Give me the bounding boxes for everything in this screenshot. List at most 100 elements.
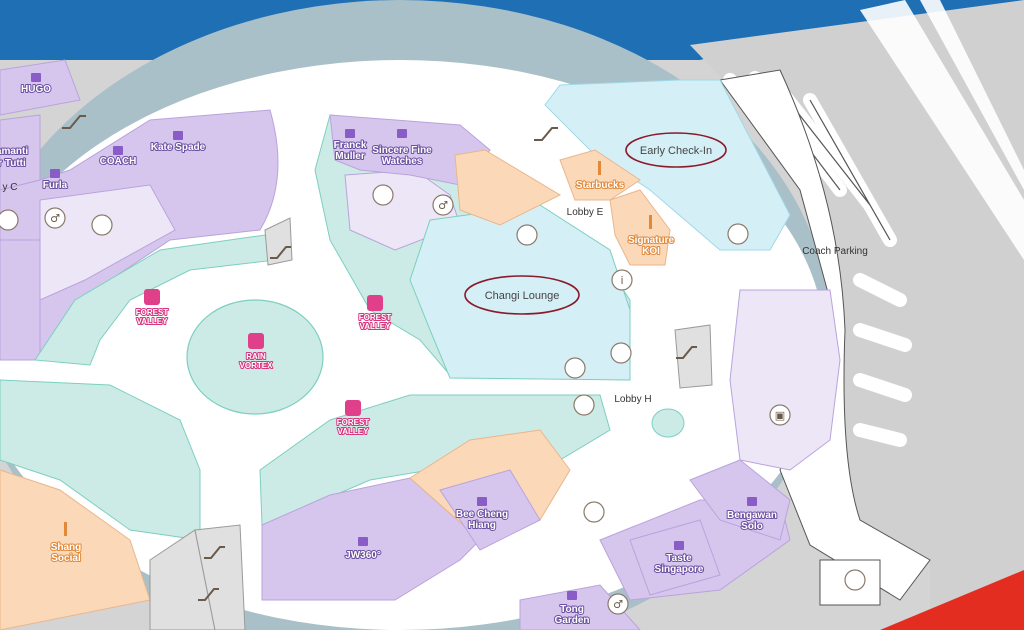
fork-knife-icon [649, 215, 652, 229]
store-tong-garden[interactable] [519, 584, 641, 630]
thumbs-up-icon [345, 400, 361, 416]
lift-icon [564, 357, 586, 379]
dining-shang-label-2: Social [51, 553, 81, 564]
shopping-bag-icon [397, 129, 407, 138]
fork-knife-icon [598, 161, 601, 175]
coach-parking-label: Coach Parking [802, 246, 868, 257]
store-bee-cheng-label-1: Bee Cheng [456, 509, 508, 520]
watches-block[interactable] [329, 114, 491, 186]
family-room-icon [372, 184, 394, 206]
partial-left-label: y C [3, 182, 18, 193]
forest-valley-west-label-1: FOREST [136, 308, 169, 317]
store-taste-label-1: Taste [666, 553, 692, 564]
svg-text:♂: ♂ [438, 199, 448, 212]
escalator-icon [62, 115, 86, 129]
store-bengawan-label-1: Bengawan [727, 510, 777, 521]
dining-signature-label-2: KOI [642, 246, 660, 257]
forest-valley-west-label-2: VALLEY [137, 317, 169, 326]
lift-icon [844, 569, 866, 591]
roadway-area [690, 0, 1024, 630]
lift-icon [573, 394, 595, 416]
shopping-bag-icon [747, 497, 757, 506]
changi-lounge-area [409, 204, 631, 381]
escalator-icon [204, 546, 225, 559]
store-taste-label-2: Singapore [655, 564, 704, 575]
fork-knife-icon [64, 522, 67, 536]
shopping-bag-icon [113, 146, 123, 155]
svg-text:▣: ▣ [775, 409, 785, 422]
thumbs-up-icon [248, 333, 264, 349]
store-hugo[interactable] [0, 59, 81, 116]
store-armani-label-2: r Tutti [0, 158, 26, 169]
shopping-bag-icon [567, 591, 577, 600]
svg-text:i: i [620, 274, 623, 287]
escalator-icon [270, 246, 291, 259]
dining-signature-label-1: Signature [628, 235, 675, 246]
store-armani-label-1: amanti [0, 146, 28, 157]
shopping-bag-icon [50, 169, 60, 178]
store-bee-cheng-hiang[interactable] [439, 469, 541, 551]
info-icon [611, 269, 633, 291]
callout-changi-lounge[interactable] [464, 275, 580, 315]
shopping-bag-icon [345, 129, 355, 138]
shopping-bag-icon [358, 537, 368, 546]
skytrain-icon [610, 342, 632, 364]
toilet-icon [432, 194, 454, 216]
shopping-bag-icon [31, 73, 41, 82]
store-jw360[interactable] [261, 477, 481, 601]
shopping-bag-icon [674, 541, 684, 550]
store-tong-label-1: Tong [560, 604, 584, 615]
family-room-icon [91, 214, 113, 236]
escalator-icon [534, 127, 558, 141]
store-franck-muller-label-2: Muller [335, 151, 365, 162]
coach-lounge-block [729, 289, 841, 471]
lift-icon [0, 209, 19, 231]
rain-vortex[interactable] [186, 299, 324, 415]
store-sincere-label-1: Sincere Fine [372, 145, 432, 156]
dining-shang-social[interactable] [0, 469, 151, 630]
store-bengawan-solo[interactable] [689, 459, 791, 541]
luggage-icon [769, 404, 791, 426]
changi-lounge-label: Changi Lounge [485, 290, 560, 302]
store-coach-label: COACH [100, 156, 137, 167]
dining-shang-label-1: Shang [51, 542, 82, 553]
toilet-icon [607, 593, 629, 615]
callout-early-check-in[interactable] [625, 132, 727, 168]
thumbs-up-icon [144, 289, 160, 305]
red-road [880, 570, 1024, 630]
lobby-h-label: Lobby H [614, 394, 651, 405]
store-hugo-label: HUGO [21, 84, 51, 95]
toilet-icon [44, 207, 66, 229]
dining-starbucks-label: Starbucks [576, 180, 625, 191]
family-room-icon [583, 501, 605, 523]
lobby-e-label: Lobby E [567, 207, 604, 218]
store-jw360-label: JW360° [345, 550, 381, 561]
store-sincere-label-2: Watches [382, 156, 423, 167]
store-tong-label-2: Garden [554, 615, 589, 626]
forest-valley-south-label-2: VALLEY [338, 427, 370, 436]
store-franck-muller-label-1: Franck [334, 140, 367, 151]
rain-vortex-label-1: RAIN [246, 352, 266, 361]
store-taste-singapore[interactable] [629, 519, 721, 596]
lift-icon [516, 224, 538, 246]
svg-text:♂: ♂ [613, 598, 623, 611]
rain-vortex-label-2: VORTEX [240, 361, 274, 370]
forest-valley-west [34, 234, 276, 366]
store-kate-spade-label: Kate Spade [151, 142, 206, 153]
thumbs-up-icon [367, 295, 383, 311]
early-check-in-label: Early Check-In [640, 145, 712, 157]
store-bengawan-label-2: Solo [741, 521, 763, 532]
svg-text:♂: ♂ [50, 212, 60, 225]
early-check-in-area [544, 79, 791, 251]
shopping-bag-icon [477, 497, 487, 506]
forest-valley-south-label-1: FOREST [337, 418, 370, 427]
dining-signature-koi[interactable] [609, 189, 671, 266]
store-furla-label: Furla [43, 180, 68, 191]
store-bee-cheng-label-2: Hiang [468, 520, 496, 531]
shopping-bag-icon [173, 131, 183, 140]
forest-valley-north-label-2: VALLEY [360, 322, 392, 331]
lift-icon [727, 223, 749, 245]
forest-valley-north-label-1: FOREST [359, 313, 392, 322]
escalator-icon [676, 346, 697, 359]
